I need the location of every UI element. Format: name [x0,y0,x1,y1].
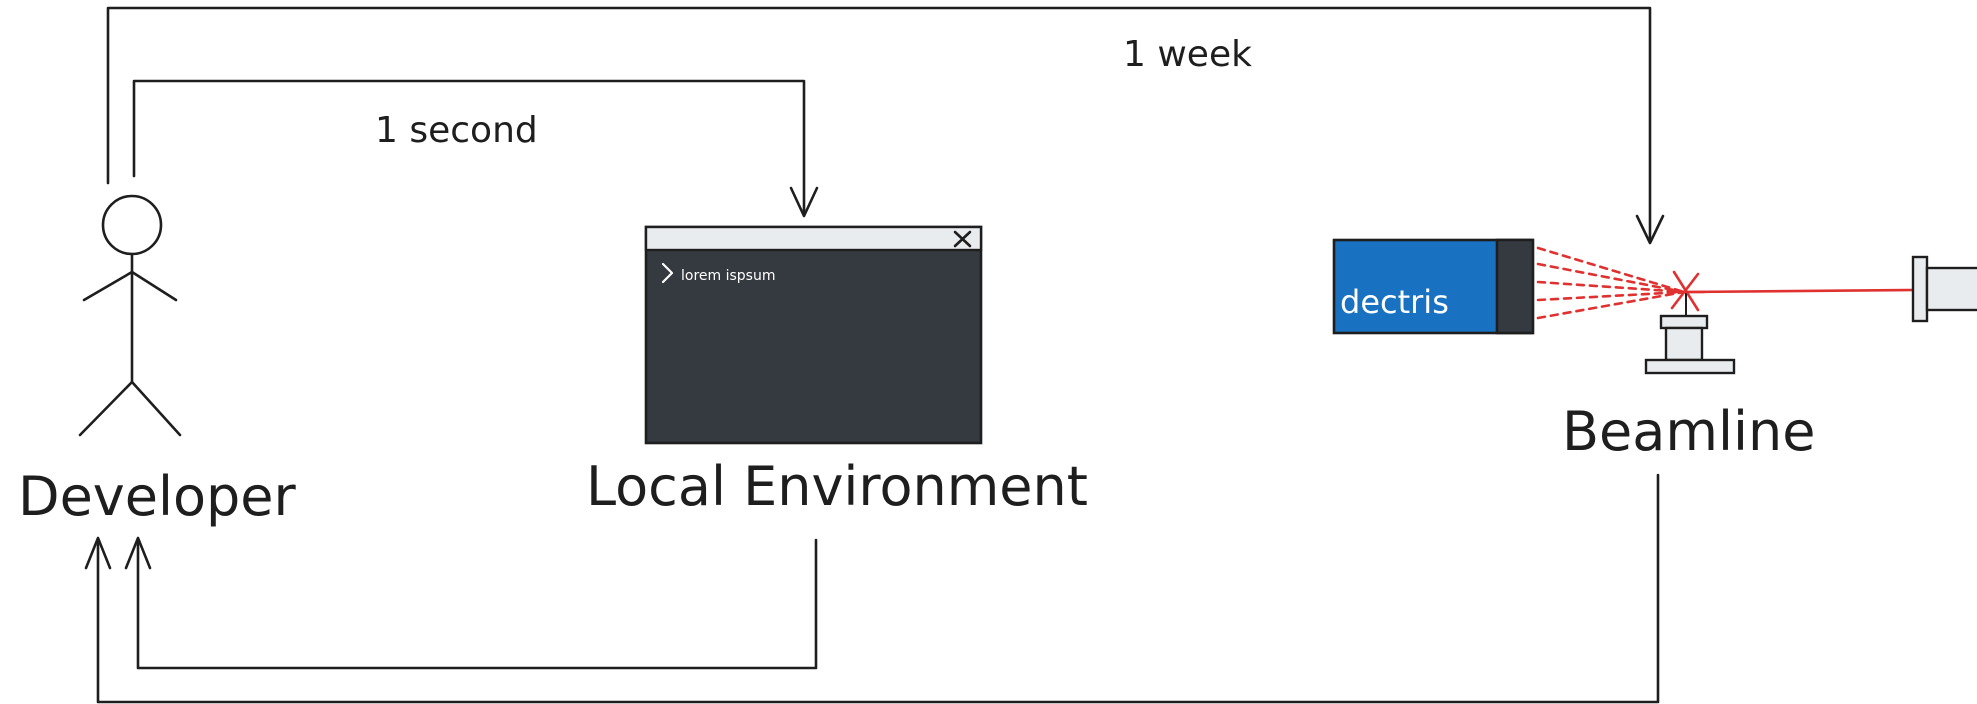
incident-beam [1684,288,1915,294]
terminal-text: lorem ispsum [681,268,775,284]
edge-line [132,79,806,216]
beam-source [1911,255,1977,323]
close-icon[interactable] [953,230,972,248]
edge-beamline-to-developer [84,473,1660,704]
detector: dectris [1332,238,1535,335]
arrowhead-up-icon [124,536,152,570]
arrowhead-down-icon [1635,214,1665,245]
edge-label-1-second: 1 second [375,110,538,151]
beamline-label: Beamline [1562,400,1815,463]
stick-figure-icon [78,194,182,437]
edge-line [96,473,1660,704]
local-environment-label: Local Environment [586,455,1088,518]
edge-developer-to-local [132,79,819,218]
chevron-right-icon [661,262,674,284]
terminal-window[interactable]: lorem ispsum [644,225,983,445]
edge-developer-to-beamline [106,6,1665,245]
detector-face [1495,238,1535,335]
detector-label: dectris [1340,283,1449,321]
developer-node[interactable]: Developer [18,194,297,528]
edge-line [106,6,1652,242]
terminal-body [644,225,983,445]
arrowhead-up-icon [84,536,112,570]
scattered-rays [1536,246,1686,320]
beamline-node[interactable]: dectris Beamline [1332,238,1977,463]
developer-label: Developer [18,465,297,528]
edge-line [136,538,818,670]
edge-local-to-developer [124,536,818,670]
edge-label-1-week: 1 week [1123,34,1252,75]
sample-stage [1644,291,1736,375]
local-environment-node[interactable]: lorem ispsum Local Environment [586,225,1088,518]
arrowhead-down-icon [789,186,819,218]
terminal-title-bar [644,225,983,252]
